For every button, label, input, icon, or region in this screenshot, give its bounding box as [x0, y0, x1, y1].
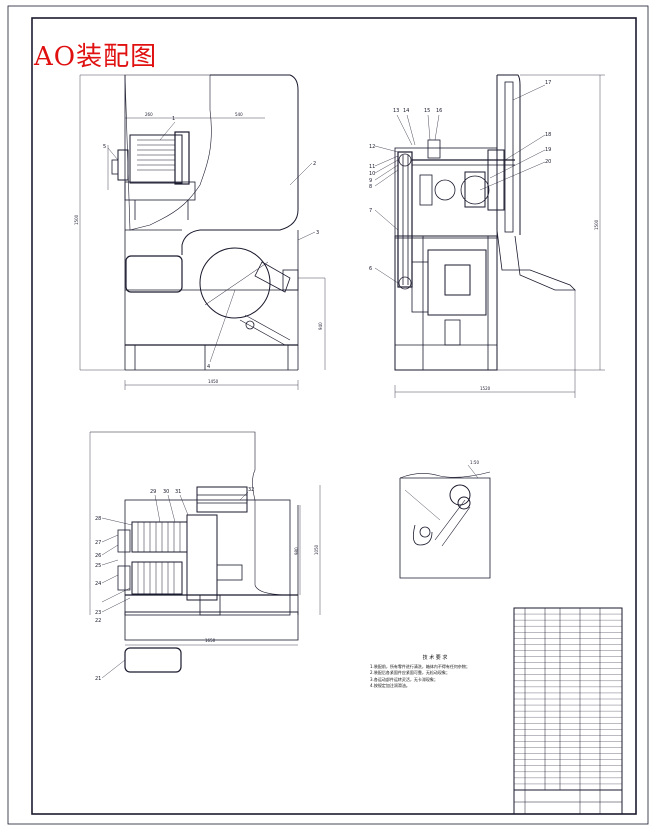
top-leaders [101, 491, 249, 679]
bom-row-lines [514, 613, 622, 785]
label-12: 12 [369, 144, 375, 150]
label-17: 17 [545, 80, 551, 86]
front-view [79, 74, 326, 390]
label-32: 32 [248, 487, 254, 493]
side-view [394, 74, 605, 398]
label-14: 14 [403, 108, 409, 114]
front-dim-top-right: 540 [235, 112, 243, 117]
label-6: 6 [369, 266, 372, 272]
label-23: 23 [95, 610, 101, 616]
label-31: 31 [175, 489, 181, 495]
label-9: 9 [369, 178, 372, 184]
label-30: 30 [163, 489, 169, 495]
inner-border [31, 17, 637, 815]
top-view [89, 431, 321, 673]
side-dim-bottom: 1520 [480, 386, 491, 391]
label-1: 1 [172, 116, 175, 122]
detail-scale: 1:50 [470, 460, 479, 465]
note-1: 1.装配前，所有零件进行清洗，箱体内不得有任何杂物； [370, 663, 470, 669]
label-2: 2 [313, 161, 316, 167]
label-10: 10 [369, 171, 375, 177]
label-16: 16 [436, 108, 442, 114]
front-dim-top-left: 260 [145, 112, 153, 117]
side-leaders [374, 84, 546, 284]
label-13: 13 [393, 108, 399, 114]
front-dim-height: 1500 [74, 214, 79, 225]
label-22: 22 [95, 618, 101, 624]
label-20: 20 [545, 159, 551, 165]
label-24: 24 [95, 581, 101, 587]
front-leaders [107, 121, 316, 363]
top-dim-right-a: 980 [294, 547, 299, 555]
note-4: 4.按规定加注润滑油。 [370, 683, 410, 688]
outer-border [7, 5, 649, 825]
top-dim-right-b: 1050 [314, 544, 319, 555]
label-27: 27 [95, 540, 101, 546]
label-3: 3 [316, 230, 319, 236]
front-dim-side: 940 [318, 322, 323, 330]
notes-title: 技 术 要 求 [422, 655, 448, 661]
drawing-title: AO装配图 [34, 42, 158, 72]
side-dim-height: 1500 [594, 219, 599, 230]
label-29: 29 [150, 489, 156, 495]
label-7: 7 [369, 208, 372, 214]
note-3: 3.各运动部件运转灵活，无卡滞现象； [370, 676, 438, 682]
label-15: 15 [424, 108, 430, 114]
label-18: 18 [545, 132, 551, 138]
label-5: 5 [103, 144, 106, 150]
label-19: 19 [545, 147, 551, 153]
label-21: 21 [95, 676, 101, 682]
detail-view [399, 464, 491, 579]
label-26: 26 [95, 553, 101, 559]
note-2: 2.装配后各紧固件应紧固可靠，无松动现象； [370, 670, 450, 675]
top-dim-width: 1650 [205, 638, 216, 643]
label-8: 8 [369, 184, 372, 190]
front-dim-bottom: 1450 [208, 379, 219, 384]
label-11: 11 [369, 164, 375, 170]
label-28: 28 [95, 516, 101, 522]
technical-requirements: 技 术 要 求 1.装配前，所有零件进行清洗，箱体内不得有任何杂物； 2.装配后… [370, 655, 500, 690]
label-4: 4 [207, 364, 210, 370]
label-25: 25 [95, 563, 101, 569]
